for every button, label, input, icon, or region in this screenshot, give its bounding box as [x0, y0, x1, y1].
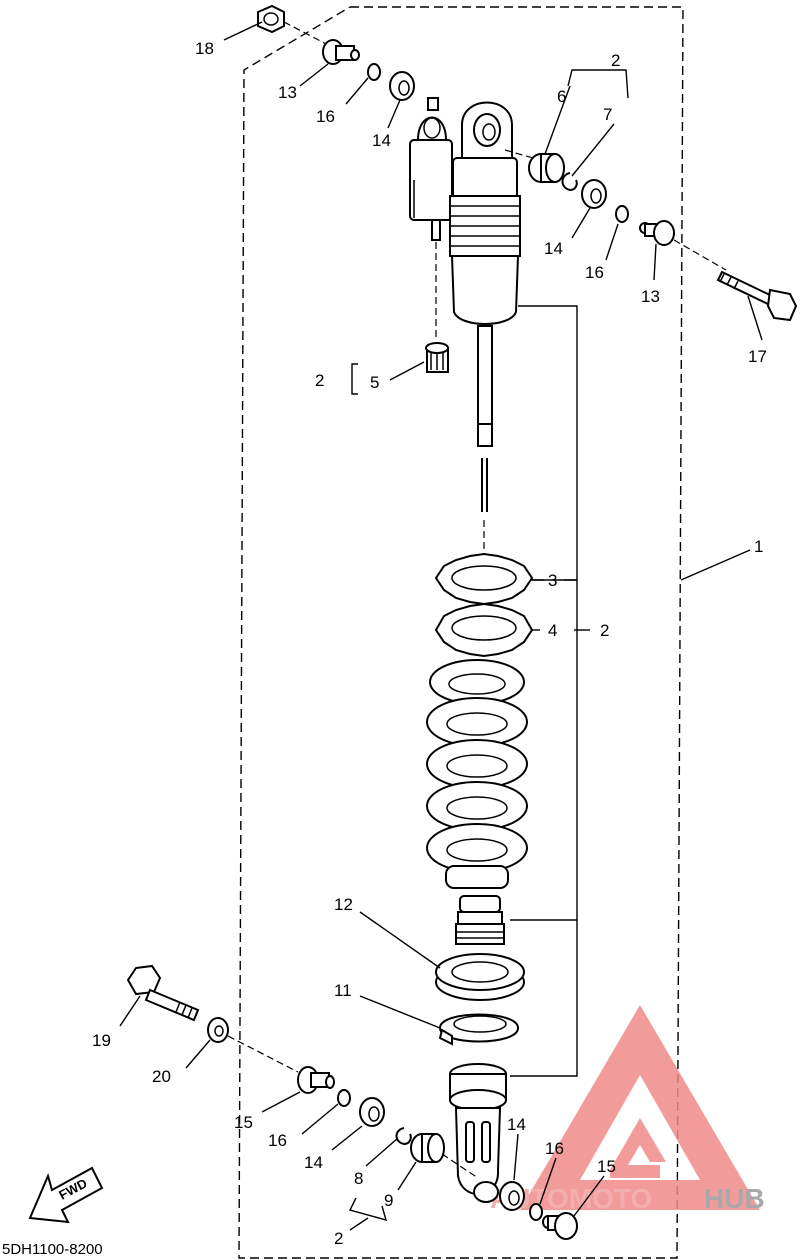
shock-main-body: [449, 101, 521, 447]
callout-3: 3: [548, 571, 557, 590]
callout-16-bl: 16: [268, 1131, 287, 1150]
callout-20-visible: 20: [152, 1067, 171, 1086]
part-13-collar-right: [639, 220, 675, 246]
part-16-oring-bl: [337, 1089, 351, 1107]
bracket-part2-group: [510, 305, 578, 1077]
callout-13-right: 13: [641, 287, 660, 306]
callout-5: 5: [370, 373, 379, 392]
part-6-bushing: [528, 153, 565, 183]
diagram-code: 5DH1100-8200: [2, 1241, 103, 1258]
part-16-oring-right: [615, 205, 629, 223]
callout-12: 12: [334, 895, 353, 914]
part-14-seal-right: [581, 179, 607, 209]
callout-16-br: 16: [545, 1139, 564, 1158]
part-20-washer: [207, 1017, 229, 1043]
part-17-bolt: [716, 270, 798, 322]
part-13-collar-top: [322, 39, 360, 65]
callout-1: 1: [754, 537, 763, 556]
part-15-collar-left: [297, 1066, 335, 1094]
callout-4-visible: 4: [548, 621, 557, 640]
callout-11: 11: [334, 981, 352, 1000]
part-9-bushing: [410, 1133, 445, 1163]
callout-16-mid: 16: [585, 263, 604, 282]
part-8-circlip: [395, 1127, 412, 1146]
part-16-oring-top: [367, 63, 381, 81]
callout-8: 8: [354, 1169, 363, 1188]
watermark-triangle: [520, 1005, 760, 1210]
fwd-direction-arrow: FWD: [28, 1166, 104, 1224]
part-19-bolt: [126, 964, 200, 1022]
part-16-oring-br: [529, 1203, 543, 1221]
watermark-text-hub: HUB: [704, 1183, 765, 1214]
shock-reservoir: [409, 97, 453, 241]
part-3-locknut: [434, 552, 534, 606]
callout-labels: 18 13 16 14 2 6 7 14 16 13 17 2 5 1 3 4 …: [92, 39, 767, 1248]
callout-17: 17: [748, 347, 767, 366]
callout-18: 18: [195, 39, 214, 58]
bump-stop: [455, 895, 505, 945]
part-15-collar-right: [542, 1212, 578, 1240]
callout-9: 9: [384, 1191, 393, 1210]
callout-15-left: 15: [234, 1113, 253, 1132]
callout-2-top: 2: [611, 51, 620, 70]
callout-6: 6: [557, 87, 566, 106]
rear-shock-spring: [426, 659, 528, 889]
part-5-reservoir-cap: [425, 342, 449, 373]
part-14-seal-bl: [359, 1097, 385, 1127]
shock-lower-clevis: [449, 1063, 507, 1203]
leader-lines: [119, 21, 763, 1231]
callout-14-bl: 14: [304, 1153, 323, 1172]
callout-2-bottom: 2: [334, 1229, 343, 1248]
watermark-logo: AUTOMOTO HUB: [490, 1005, 765, 1214]
callout-13-top: 13: [278, 83, 297, 102]
watermark-g-mark: [610, 1118, 666, 1178]
callout-16-top: 16: [316, 107, 335, 126]
callout-2-left: 2: [315, 371, 324, 390]
part-14-seal-top: [389, 71, 415, 101]
part-14-seal-br: [499, 1181, 525, 1211]
part-11-split-collar: [438, 1013, 520, 1046]
callout-7: 7: [603, 105, 612, 124]
part-18-nut: [257, 4, 285, 34]
part-12-spring-seat: [435, 953, 525, 1001]
callout-14-top: 14: [372, 131, 391, 150]
part-7-circlip: [561, 172, 578, 192]
callout-15-right-visible: 15: [597, 1157, 616, 1176]
part-4-adjuster: [434, 602, 534, 658]
callout-14-br: 14: [507, 1115, 526, 1134]
callout-19: 19: [92, 1031, 111, 1050]
callout-2-right: 2: [600, 621, 609, 640]
callout-14-mid: 14: [544, 239, 563, 258]
